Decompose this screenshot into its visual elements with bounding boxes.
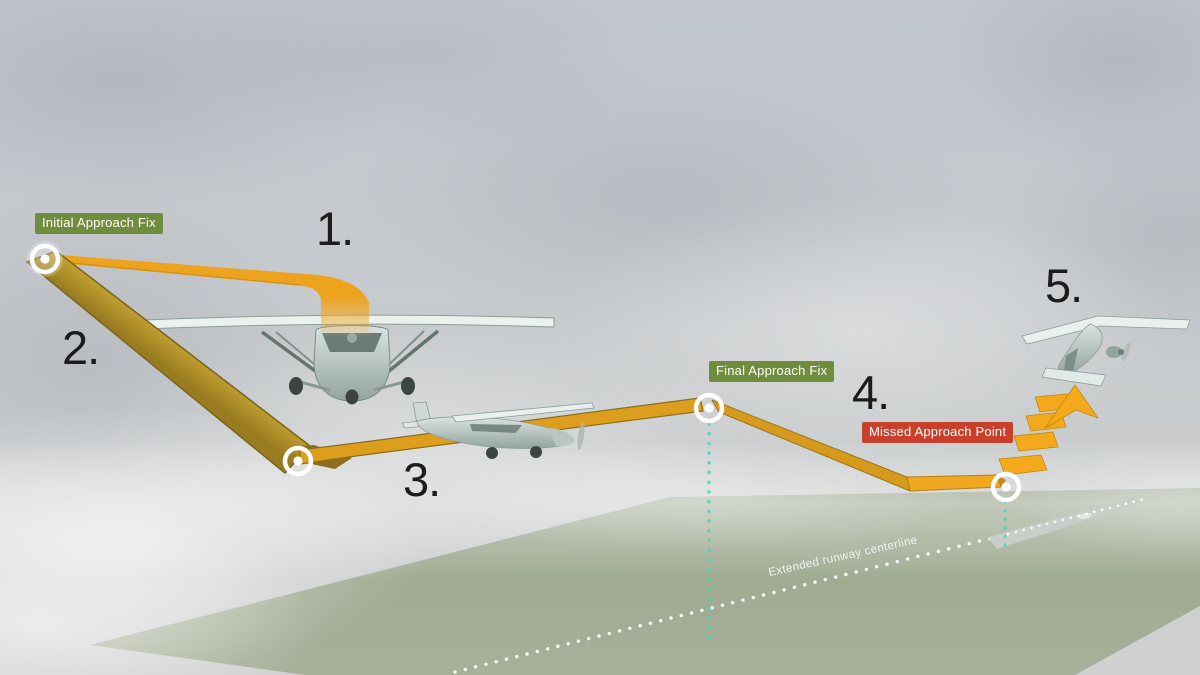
extended-runway-centerline-label: Extended runway centerline	[767, 534, 919, 579]
missed-approach-arrow	[998, 384, 1099, 476]
step-number-5: 5.	[1045, 259, 1083, 312]
runway	[988, 496, 1150, 549]
ground-terrain	[0, 405, 1200, 675]
flight-path-leg2	[26, 250, 311, 474]
aircraft-climbing-view	[1021, 315, 1191, 387]
step-number-3: 3.	[403, 453, 441, 506]
flight-path-leg1	[48, 254, 369, 336]
initial-approach-fix-badge: Initial Approach Fix	[35, 213, 163, 235]
flight-path-leg4	[711, 399, 1006, 492]
aircraft-side-view	[401, 401, 595, 459]
step-number-1: 1.	[316, 202, 354, 255]
step-number-2: 2.	[62, 321, 100, 374]
waypoint-marker-intermediate	[282, 445, 314, 477]
waypoint-marker-iaf	[27, 241, 63, 277]
step-number-4: 4.	[852, 366, 890, 419]
missed-approach-point-badge: Missed Approach Point	[862, 422, 1014, 444]
waypoint-marker-map	[990, 471, 1022, 503]
extended-centerline-dotted-line	[453, 532, 1010, 674]
arrowhead	[1044, 384, 1099, 429]
waypoint-marker-faf	[693, 392, 725, 424]
final-approach-fix-badge: Final Approach Fix	[709, 361, 835, 383]
